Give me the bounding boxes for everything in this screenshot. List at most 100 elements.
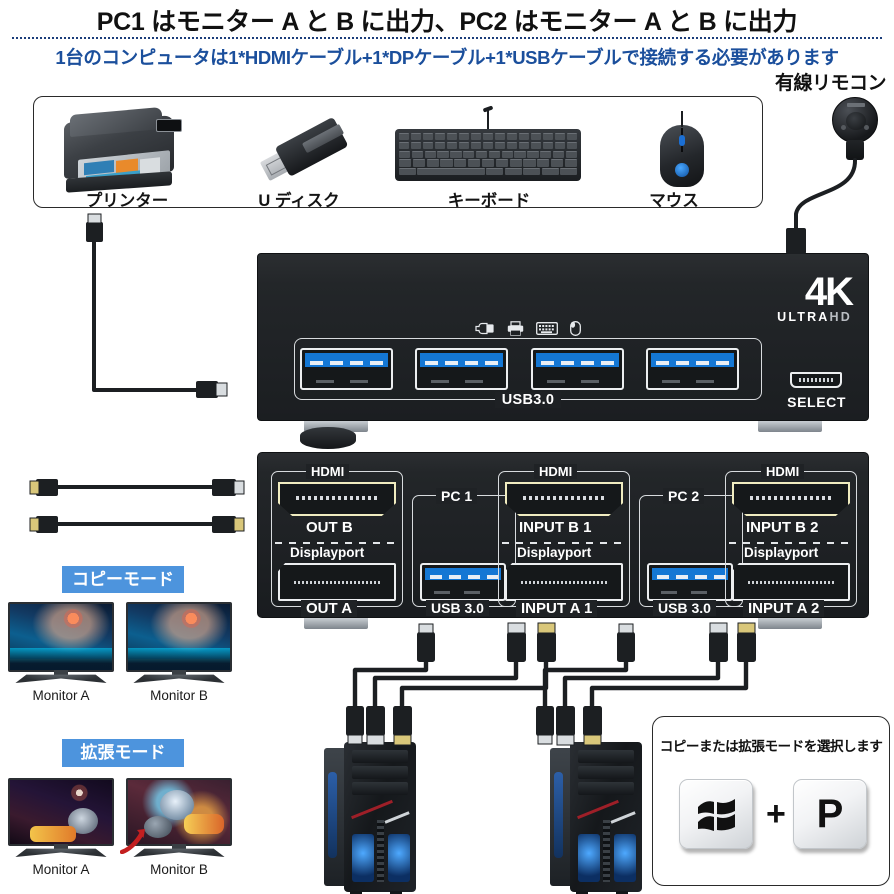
dp-plug-pc1-bottom xyxy=(393,706,412,746)
dp-plug-pc1-top xyxy=(537,622,556,662)
displayport-label-out: Displayport xyxy=(290,545,365,560)
pc2-usb30-label: USB 3.0 xyxy=(653,600,716,616)
kvm-top-unit: 4K ULTRAHD xyxy=(257,253,869,432)
hdmi-plug-into-out-a xyxy=(212,516,245,533)
dp-input-a1-port[interactable] xyxy=(505,563,623,601)
extend-monitor-b-caption: Monitor B xyxy=(150,862,208,877)
kvm-spacer-cylinder xyxy=(300,427,356,449)
dp-input-a2-port[interactable] xyxy=(732,563,850,601)
copy-monitor-b xyxy=(126,602,232,683)
hdmi-input-b2-port[interactable] xyxy=(732,482,850,516)
hdmi-label-out: HDMI xyxy=(306,464,350,479)
input-a2-label: INPUT A 2 xyxy=(743,600,825,617)
title-divider xyxy=(12,37,882,39)
page-title: PC1 はモニター A と B に出力、PC2 はモニター A と B に出力 xyxy=(96,8,798,36)
shortcut-instruction: コピーまたは拡張モードを選択します xyxy=(659,739,883,754)
usb3-port-1[interactable] xyxy=(300,348,393,390)
usb-flash-drive-icon xyxy=(475,322,495,335)
pc2-label: PC 2 xyxy=(663,488,705,504)
mouse-icon xyxy=(570,321,581,336)
usb3-port-4[interactable] xyxy=(646,348,739,390)
plus-sign: + xyxy=(766,795,786,833)
hdmi-plug-into-out-b xyxy=(212,479,245,496)
copy-monitor-a-caption: Monitor A xyxy=(32,688,90,703)
wired-remote-label: 有線リモコン xyxy=(774,73,887,94)
pc-tower-2 xyxy=(550,742,642,894)
usb-plug-pc2-top xyxy=(617,623,635,662)
out-a-label: OUT A xyxy=(301,600,358,617)
peripheral-printer: プリンター xyxy=(52,103,202,210)
peripheral-mouse: マウス xyxy=(614,103,734,210)
peripheral-label-udisk: U ディスク xyxy=(258,192,340,210)
ultra-text: ULTRA xyxy=(777,310,830,324)
usb-plug-pc1-bottom xyxy=(346,706,364,745)
mouse-icon xyxy=(642,103,706,187)
keyboard-icon xyxy=(395,107,583,181)
kvm-port-icon-row xyxy=(438,320,618,337)
hdmi-plug-pc2-top xyxy=(709,622,728,662)
select-port[interactable] xyxy=(790,372,842,388)
extend-monitor-a-caption: Monitor A xyxy=(32,862,90,877)
hdmi-plug-pc1-bottom xyxy=(366,706,385,746)
usb3-port-3[interactable] xyxy=(531,348,624,390)
kvm-bottom-unit: HDMI OUT B Displayport OUT A PC 1 USB 3.… xyxy=(257,452,869,629)
usb-plug-pc2-bottom xyxy=(536,706,554,745)
usb-plug-printer-top xyxy=(86,213,103,242)
printer-icon xyxy=(507,321,524,336)
extend-mode-badge: 拡張モード xyxy=(62,739,184,767)
peripheral-label-mouse: マウス xyxy=(649,192,699,210)
extend-arrow-icon xyxy=(120,829,145,854)
hdmi-label-input1: HDMI xyxy=(534,464,578,479)
keyboard-icon xyxy=(536,322,558,335)
hd-text: HD xyxy=(829,310,852,324)
out-b-label: OUT B xyxy=(306,519,353,536)
hdmi-plug-pc2-bottom xyxy=(556,706,575,746)
displayport-label-input1: Displayport xyxy=(517,545,592,560)
p-key-label: P xyxy=(816,792,844,836)
copy-monitor-a xyxy=(8,602,114,683)
peripheral-keyboard: キーボード xyxy=(389,103,589,210)
divider-input1 xyxy=(502,542,626,544)
remote-plug xyxy=(786,228,806,254)
usb-plug-printer-kvm xyxy=(196,381,228,398)
peripheral-label-keyboard: キーボード xyxy=(447,192,531,210)
peripheral-label-printer: プリンター xyxy=(85,192,169,210)
page-subtitle: 1台のコンピュータは1*HDMIケーブル+1*DPケーブル+1*USBケーブルで… xyxy=(55,47,839,68)
input-a1-label: INPUT A 1 xyxy=(516,600,598,617)
copy-mode-badge: コピーモード xyxy=(62,566,184,593)
pc-tower-1 xyxy=(324,742,416,894)
select-port-label: SELECT xyxy=(787,394,846,410)
4k-badge-text: 4K xyxy=(804,270,854,314)
pc2-usb3-port[interactable] xyxy=(647,563,733,601)
usb30-group-label: USB3.0 xyxy=(258,392,798,408)
peripherals-box: プリンター U ディスク xyxy=(33,96,763,210)
hdmi-plug-out-a xyxy=(29,516,58,533)
dp-plug-pc2-bottom xyxy=(583,706,602,746)
4k-ultrahd-badge: 4K ULTRAHD xyxy=(777,270,854,324)
dp-plug-pc2-top xyxy=(737,622,756,662)
hdmi-plug-pc1-top xyxy=(507,622,526,662)
hdmi-label-input2: HDMI xyxy=(761,464,805,479)
input-b2-label: INPUT B 2 xyxy=(746,519,819,536)
usb-flash-drive-icon xyxy=(242,113,356,182)
usb3-port-2[interactable] xyxy=(415,348,508,390)
extend-monitor-a xyxy=(8,778,114,857)
pc1-usb3-port[interactable] xyxy=(420,563,506,601)
dp-out-a-port[interactable] xyxy=(278,563,396,601)
windows-key[interactable] xyxy=(679,779,753,849)
hdmi-plug-out-b xyxy=(29,479,58,496)
pc1-label: PC 1 xyxy=(436,488,478,504)
hdmi-out-b-port[interactable] xyxy=(278,482,396,516)
hdmi-input-b1-port[interactable] xyxy=(505,482,623,516)
usb-plug-pc1-top xyxy=(417,623,435,662)
input-b1-label: INPUT B 1 xyxy=(519,519,592,536)
copy-monitor-b-caption: Monitor B xyxy=(150,688,208,703)
pc1-usb30-label: USB 3.0 xyxy=(426,600,489,616)
peripheral-udisk: U ディスク xyxy=(234,103,364,210)
printer-icon xyxy=(56,103,196,193)
displayport-label-input2: Displayport xyxy=(744,545,819,560)
mode-shortcut-box: コピーまたは拡張モードを選択します + P xyxy=(652,716,890,886)
p-key[interactable]: P xyxy=(793,779,867,849)
windows-logo-icon xyxy=(698,799,735,831)
